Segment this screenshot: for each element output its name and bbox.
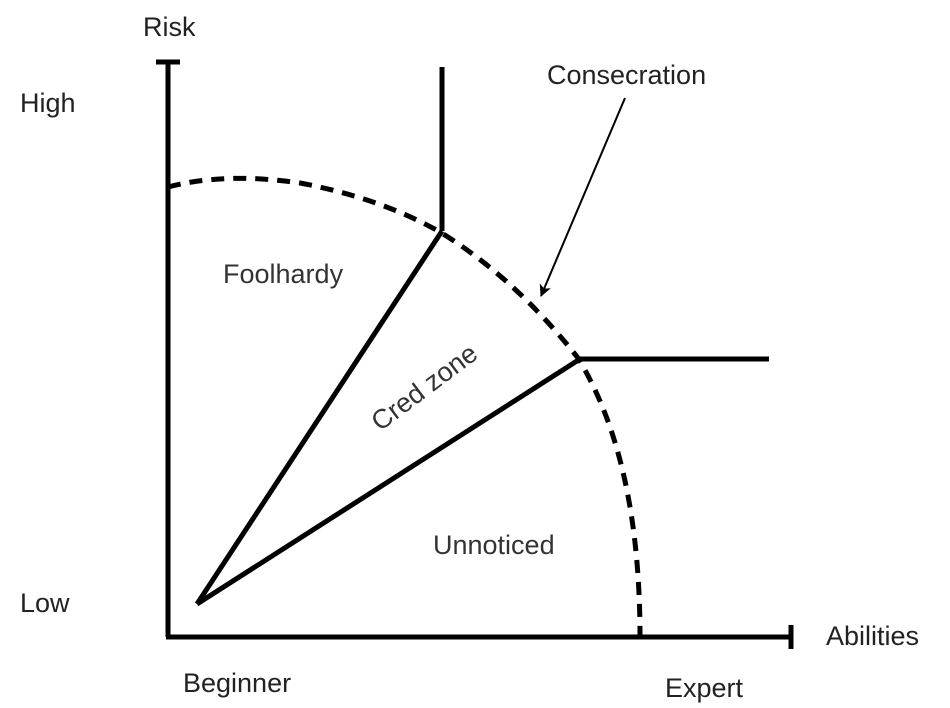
- y-axis-low-label: Low: [20, 588, 70, 618]
- foolhardy-zone-label: Foolhardy: [223, 259, 344, 289]
- consecration-boundary-arc: [167, 175, 643, 638]
- consecration-label: Consecration: [547, 60, 706, 90]
- x-axis-low-label: Beginner: [183, 668, 291, 698]
- consecration-arrow: [539, 97, 626, 297]
- y-axis-title: Risk: [143, 12, 196, 42]
- cred-zone-label: Cred zone: [366, 338, 484, 437]
- upper-boundary-ray: [194, 229, 445, 606]
- y-axis-high-label: High: [20, 88, 76, 118]
- lower-boundary-ray: [195, 356, 582, 607]
- unnoticed-zone-label: Unnoticed: [433, 530, 555, 560]
- x-axis-high-label: Expert: [665, 673, 744, 703]
- x-axis-title: Abilities: [826, 621, 919, 651]
